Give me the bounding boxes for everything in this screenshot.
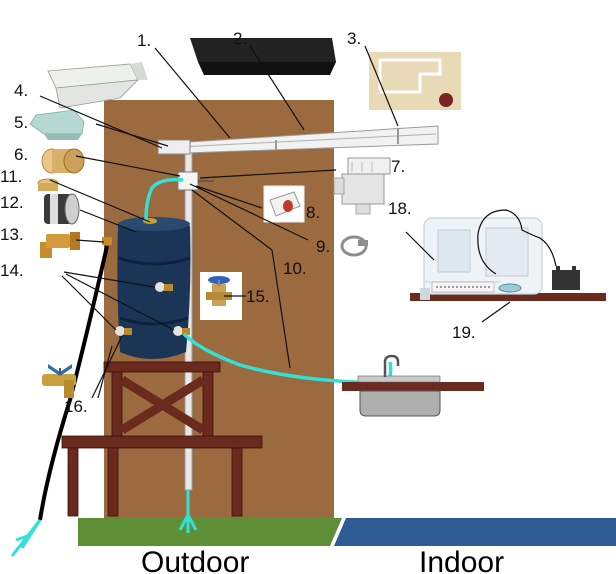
callout-labels: 1. 2. 3. 4. 5. 6. 7. 8. 9. 10. 11. 12. 1…	[0, 29, 476, 416]
callout-8: 8.	[306, 203, 320, 222]
sink-faucet	[383, 354, 400, 377]
countertop-filter-picture	[420, 209, 580, 300]
outdoor-grass	[78, 518, 342, 546]
callout-2: 2.	[233, 29, 247, 48]
sink-counter	[342, 382, 484, 391]
supply-tube	[182, 332, 393, 385]
brass-fitting-picture	[41, 148, 85, 174]
brass-coupling-picture	[37, 178, 59, 191]
hose-outflow	[10, 519, 42, 557]
outdoor-label: Outdoor	[141, 546, 249, 574]
hose-clamp-picture	[340, 235, 368, 257]
downspout-outflow	[178, 490, 198, 533]
callout-11: 11.	[0, 167, 22, 186]
barrel-spigot-left	[115, 326, 132, 336]
bulkhead-fitting-picture	[44, 193, 80, 225]
callout-10: 10.	[283, 259, 307, 278]
callout-16: 16.	[64, 397, 88, 416]
rain-barrel	[117, 217, 191, 359]
indoor-floor	[334, 518, 616, 546]
inlet-tube	[144, 177, 184, 221]
gutter-picture	[47, 62, 148, 109]
callout-3: 3.	[347, 29, 361, 48]
foam-filter-picture	[190, 38, 336, 62]
butterfly-spigot-picture	[42, 364, 76, 398]
callout-5: 5.	[14, 113, 28, 132]
callout-4: 4.	[14, 81, 28, 100]
hose-adapter-picture	[263, 185, 305, 223]
indoor-label: Indoor	[419, 546, 504, 574]
callout-18: 18.	[388, 199, 412, 218]
callout-7: 7.	[391, 157, 405, 176]
callout-6: 6.	[14, 145, 28, 164]
wall-shelf	[410, 293, 606, 301]
callout-13: 13.	[0, 225, 24, 244]
callout-15: 15.	[246, 287, 270, 306]
callout-14: 14.	[0, 261, 24, 280]
callout-12: 12.	[0, 193, 24, 212]
barrel-spigot-top	[155, 282, 173, 292]
first-flush-diverter-picture	[333, 157, 391, 215]
leader-lines	[39, 45, 511, 399]
black-garden-hose	[38, 245, 109, 521]
barrel-stand	[61, 361, 263, 517]
barrel-spigot-right	[173, 326, 190, 336]
callout-1: 1.	[137, 31, 151, 50]
downspout-end-cap-picture	[29, 109, 85, 140]
callout-9: 9.	[316, 237, 330, 256]
brass-elbow-picture	[40, 232, 80, 258]
sink-basin	[359, 390, 441, 417]
callout-19: 19.	[452, 323, 476, 342]
barrel-brass-elbow	[102, 237, 112, 245]
